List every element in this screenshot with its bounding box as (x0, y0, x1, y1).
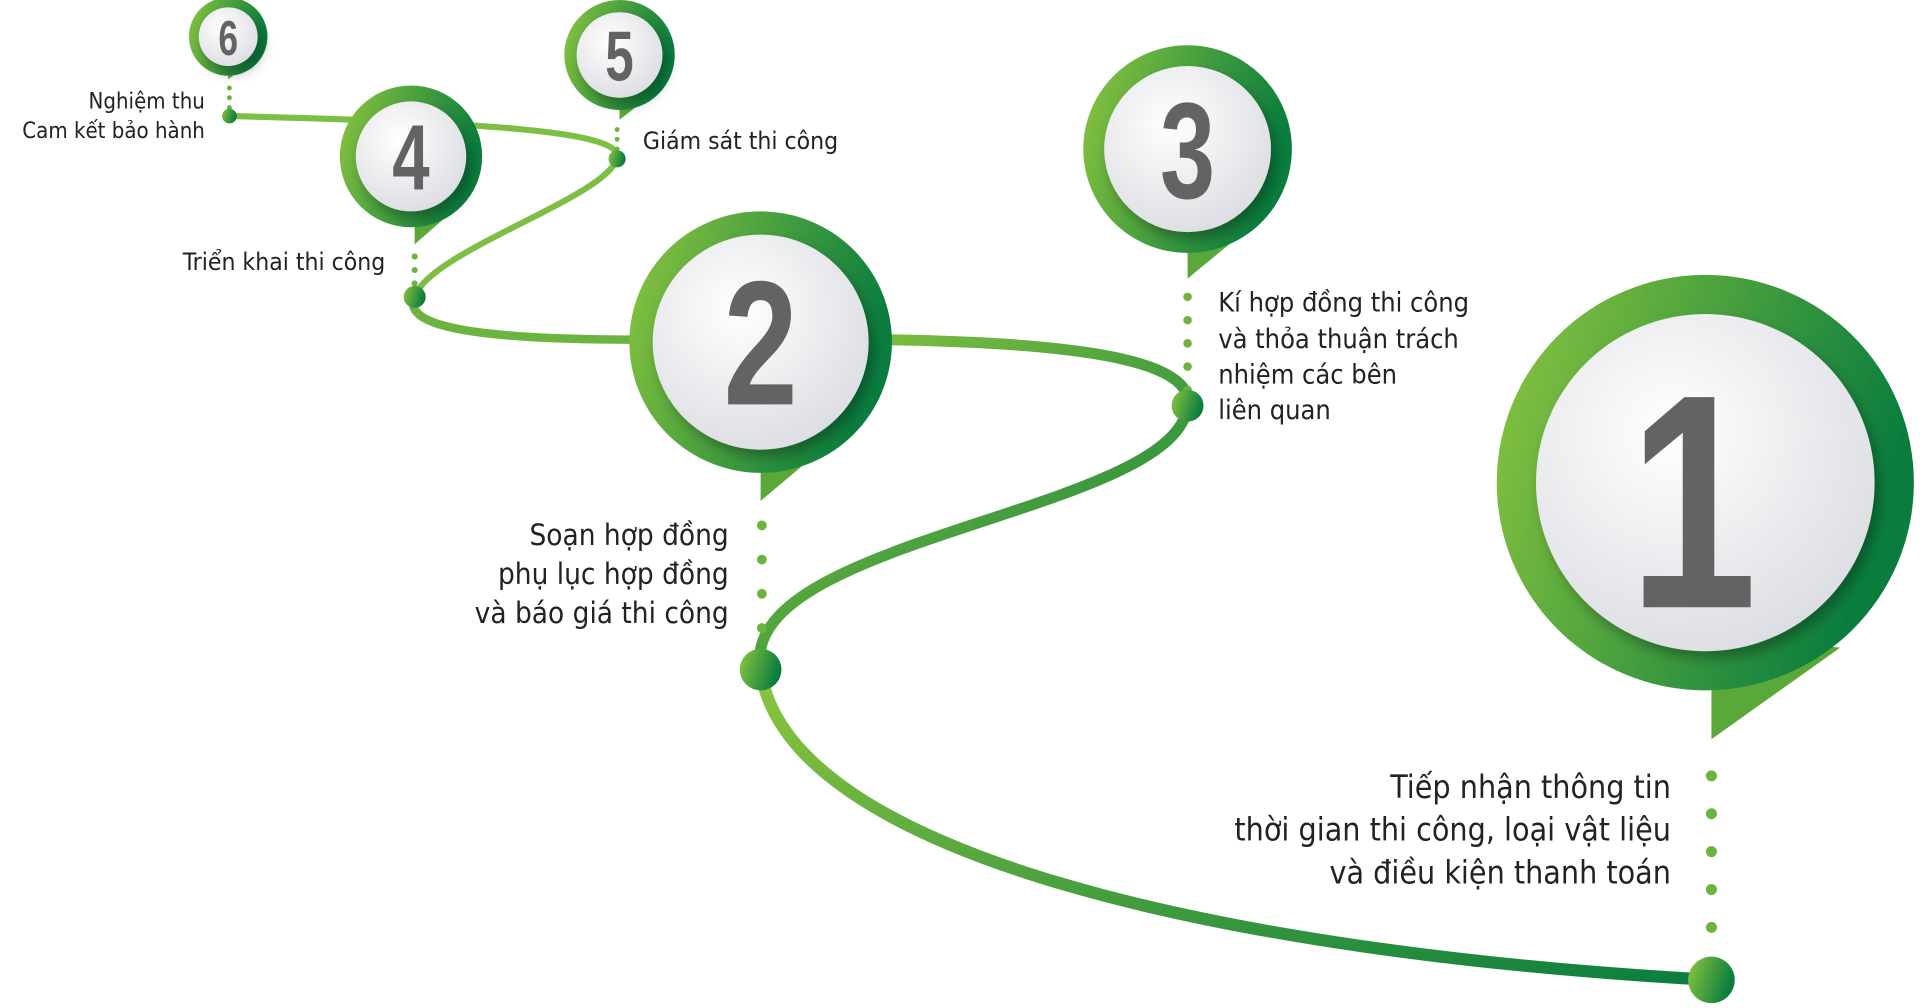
marker-1: 1 (1496, 274, 1914, 740)
node-6 (222, 108, 237, 124)
step-1-line: Tiếp nhận thông tin (1389, 768, 1671, 806)
step-6-line: Nghiệm thu (89, 90, 205, 115)
node-1 (1688, 956, 1735, 1004)
step-number-4: 4 (392, 107, 429, 210)
step-label-4: Triển khai thi công (182, 247, 385, 276)
marker-4: 4 (339, 85, 483, 245)
node-4 (403, 285, 426, 308)
step-label-3: Kí hợp đồng thi công và thỏa thuận trách… (1218, 288, 1469, 426)
marker-2: 2 (629, 211, 892, 501)
marker-3: 3 (1083, 45, 1292, 279)
step-3-line: liên quan (1218, 395, 1331, 426)
step-number-6: 6 (218, 11, 238, 66)
step-label-5: Giám sát thi công (643, 126, 838, 155)
step-3-line: nhiệm các bên (1218, 360, 1397, 391)
step-number-2: 2 (724, 245, 798, 443)
marker-5: 5 (564, 0, 675, 120)
step-6-line: Cam kết bảo hành (22, 119, 205, 144)
road-segment-2-3 (754, 334, 1194, 676)
step-5-line: Giám sát thi công (643, 126, 838, 155)
step-number-1: 1 (1629, 332, 1757, 673)
step-2-line: và báo giá thi công (475, 596, 729, 630)
step-2-line: Soạn hợp đồng (529, 518, 728, 552)
node-3 (1171, 389, 1204, 422)
step-label-2: Soạn hợp đồng phụ lục hợp đồng và báo gi… (475, 518, 729, 630)
step-3-line: và thỏa thuận trách (1218, 324, 1459, 355)
road-segment-1-2 (754, 663, 1718, 987)
step-3-line: Kí hợp đồng thi công (1218, 288, 1469, 319)
step-1-line: thời gian thi công, loại vật liệu (1234, 811, 1671, 849)
step-label-1: Tiếp nhận thông tin thời gian thi công, … (1234, 768, 1671, 891)
node-5 (608, 150, 626, 168)
step-2-line: phụ lục hợp đồng (498, 557, 729, 591)
road-segment-2-4 (409, 292, 643, 344)
step-number-3: 3 (1160, 75, 1215, 227)
node-2 (739, 648, 782, 691)
marker-6: 6 (188, 0, 268, 80)
step-number-5: 5 (605, 18, 633, 97)
step-4-line: Triển khai thi công (182, 247, 385, 276)
road-path (226, 113, 1718, 987)
step-label-6: Nghiệm thu Cam kết bảo hành (22, 90, 205, 144)
step-1-line: và điều kiện thanh toán (1330, 853, 1671, 891)
